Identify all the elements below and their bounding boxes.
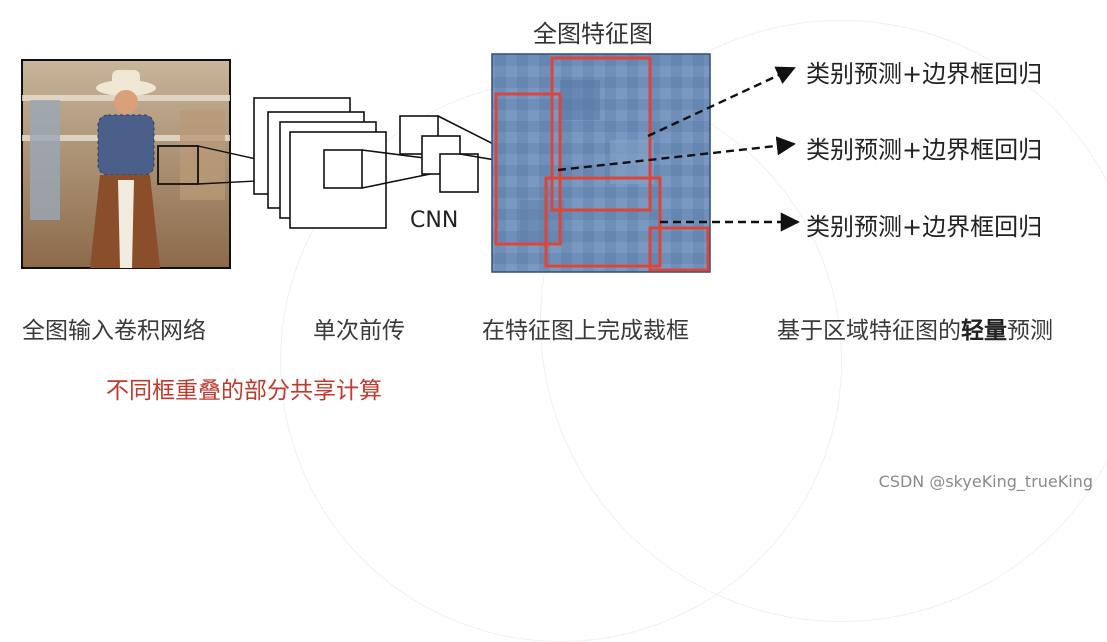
output-label-1: 类别预测+边界框回归 (806, 60, 1043, 88)
cnn-layers (253, 97, 526, 229)
input-image (21, 59, 231, 269)
caption-predict-post: 预测 (1007, 318, 1053, 344)
caption-predict-pre: 基于区域特征图的 (777, 318, 961, 344)
watermark: CSDN @skyeKing_trueKing (878, 472, 1093, 491)
feature-map (491, 53, 711, 273)
cnn-label: CNN (410, 208, 459, 233)
feature-map-title: 全图特征图 (533, 20, 653, 48)
caption-input: 全图输入卷积网络 (22, 318, 206, 344)
prediction-arrows (557, 66, 800, 232)
output-label-3: 类别预测+边界框回归 (806, 213, 1043, 241)
shared-computation-note: 不同框重叠的部分共享计算 (106, 378, 382, 404)
output-label-2: 类别预测+边界框回归 (806, 136, 1043, 164)
caption-predict: 基于区域特征图的轻量预测 (777, 311, 1053, 345)
architecture-diagram (21, 53, 800, 273)
caption-crop: 在特征图上完成裁框 (482, 318, 689, 344)
caption-predict-bold: 轻量 (961, 318, 1007, 344)
caption-forward: 单次前传 (313, 318, 405, 344)
